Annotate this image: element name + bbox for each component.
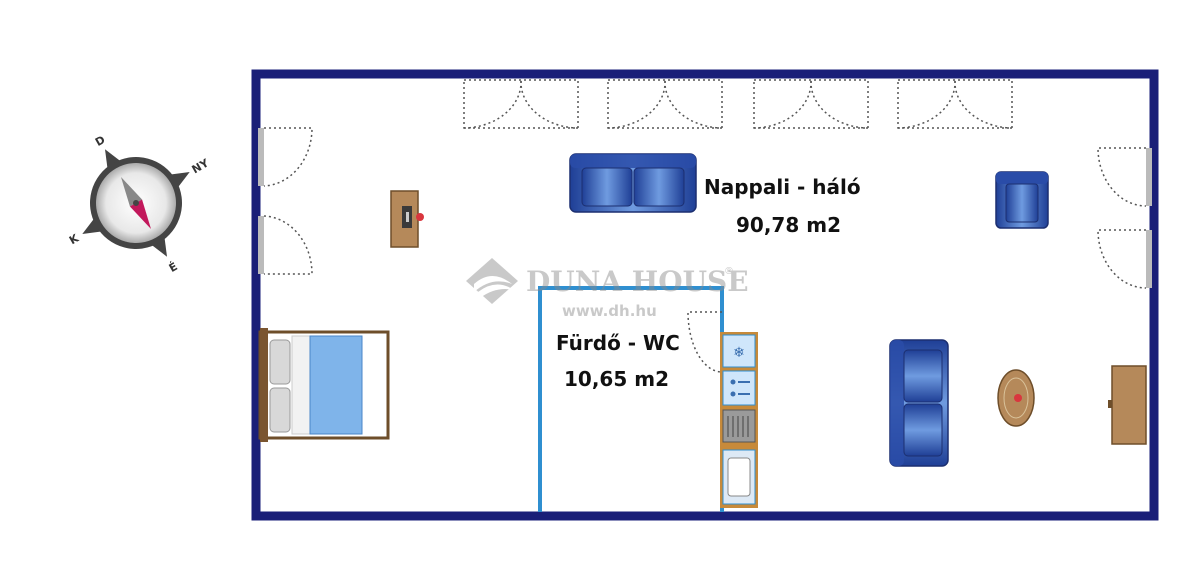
bathroom-door-swing: [687, 311, 723, 373]
compass-north: D: [93, 133, 107, 149]
kitchen-counter: ❄: [720, 332, 758, 508]
compass-icon: D K NY É: [67, 133, 212, 275]
top-windows: [463, 79, 1013, 129]
compass-west: K: [67, 231, 81, 247]
armchair: [995, 171, 1049, 229]
compass-south: É: [167, 260, 180, 275]
window-2: [607, 79, 723, 129]
stove: [722, 370, 756, 406]
bathroom-walls: [538, 286, 724, 512]
left-doors: [258, 127, 313, 275]
watermark-registered: ®: [724, 266, 734, 277]
cabinet: [1108, 365, 1147, 445]
sofa-right: [889, 339, 949, 467]
fridge: [722, 334, 756, 368]
watermark-brand: DUNA HOUSE: [526, 265, 749, 298]
window-4: [897, 79, 1013, 129]
sofa-top: [569, 153, 697, 213]
watermark: DUNA HOUSE ® www.dh.hu: [466, 258, 749, 320]
desk: [390, 190, 424, 248]
window-3: [753, 79, 869, 129]
living-room-name: Nappali - háló: [704, 175, 861, 199]
round-table: [997, 369, 1035, 427]
compass-east: NY: [190, 156, 212, 176]
outer-wall: [251, 69, 1159, 521]
bed: [258, 328, 390, 442]
duna-house-logo-icon: [466, 258, 518, 304]
svg-text:❄: ❄: [733, 345, 745, 361]
window-1: [463, 79, 579, 129]
bathroom-name: Fürdő - WC: [556, 331, 680, 355]
right-doors: [1097, 147, 1152, 289]
living-room-area: 90,78 m2: [736, 213, 841, 237]
bathroom-area: 10,65 m2: [564, 367, 669, 391]
watermark-url: www.dh.hu: [562, 302, 657, 320]
